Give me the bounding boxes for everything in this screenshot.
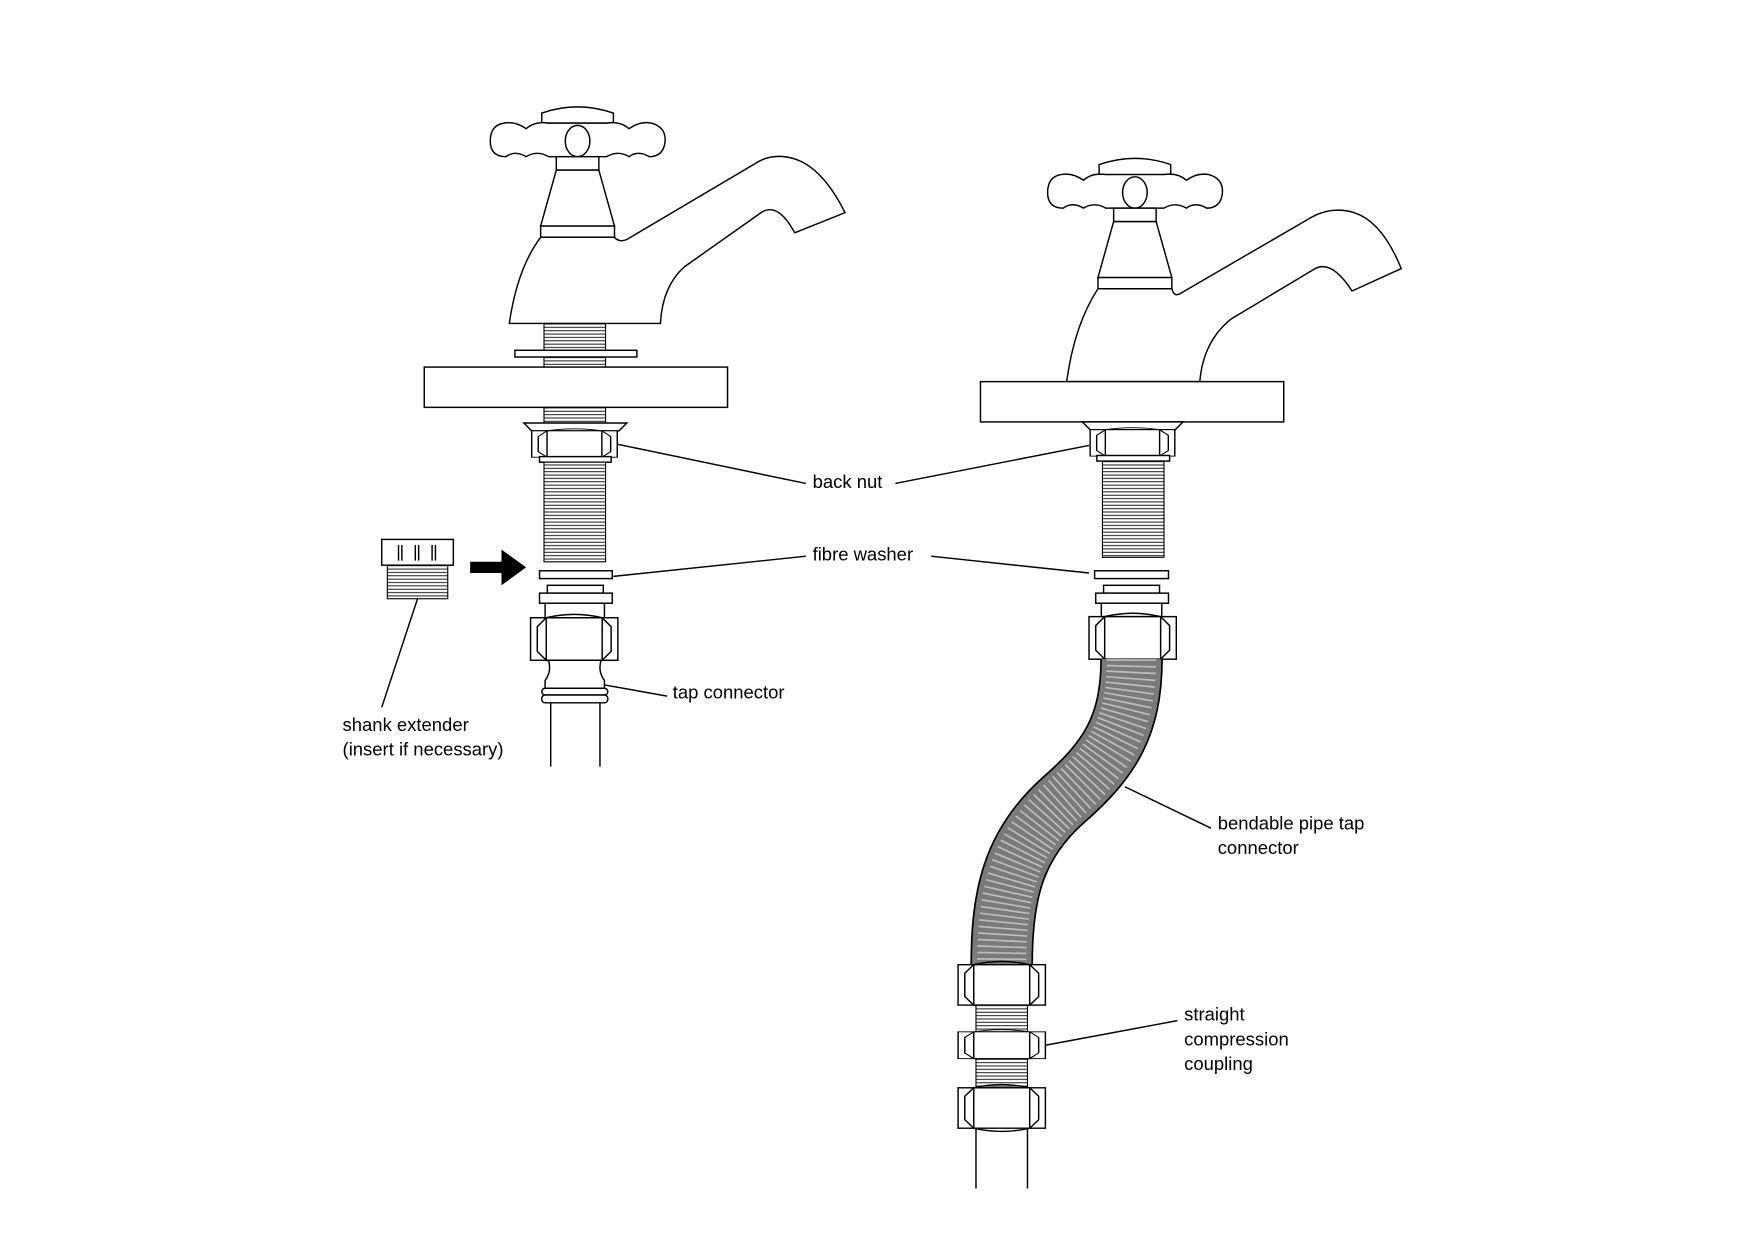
left-tap-handle	[489, 106, 666, 238]
insert-arrow-icon	[470, 549, 527, 586]
right-tap	[957, 157, 1403, 1189]
shank-extender-label: shank extender	[343, 714, 469, 735]
coupling-nut-top	[957, 960, 1047, 1010]
right-tap-handle	[1046, 157, 1224, 290]
left-tap	[423, 106, 847, 767]
shank-extender-note: (insert if necessary)	[343, 738, 504, 759]
coupling-nut-bottom	[957, 1083, 1047, 1133]
left-shank-lower	[543, 461, 607, 563]
bendable-label-2: connector	[1218, 837, 1299, 858]
left-deck	[423, 366, 729, 409]
right-back-nut	[1089, 426, 1176, 459]
coupling-label-3: coupling	[1184, 1053, 1253, 1074]
left-shank-upper	[543, 322, 607, 368]
coupling-body	[957, 1028, 1047, 1062]
bendable-label-1: bendable pipe tap	[1218, 812, 1365, 833]
left-connector-nut	[529, 613, 619, 665]
tap-connector-label: tap connector	[673, 681, 785, 702]
left-back-nut	[530, 428, 618, 461]
coupling-label-1: straight	[1184, 1004, 1245, 1025]
left-fibre-washer	[538, 570, 613, 580]
coupling-label-2: compression	[1184, 1028, 1289, 1049]
bendable-hose	[970, 658, 1163, 965]
leader-lines	[381, 443, 1212, 1046]
shank-extender	[380, 538, 455, 600]
back-nut-label: back nut	[813, 471, 883, 492]
left-tap-body	[508, 155, 847, 325]
right-fibre-washer	[1093, 570, 1170, 580]
right-connector-nut	[1088, 612, 1178, 664]
left-top-washer	[514, 349, 638, 358]
fibre-washer-label: fibre washer	[813, 544, 914, 565]
right-shank	[1101, 460, 1165, 558]
right-deck	[979, 380, 1285, 423]
